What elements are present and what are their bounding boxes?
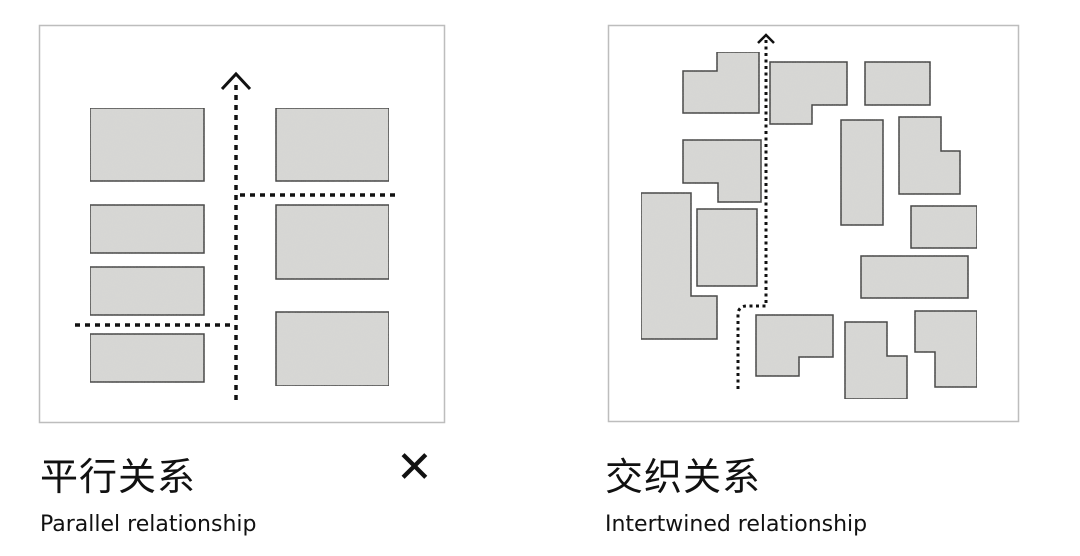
building-block bbox=[640, 192, 718, 340]
intertwined-title-cn: 交织关系 bbox=[605, 455, 762, 499]
building-block bbox=[682, 51, 760, 114]
building-block bbox=[89, 333, 205, 383]
building-block bbox=[844, 321, 908, 400]
building-block bbox=[275, 107, 390, 182]
building-block bbox=[860, 255, 969, 299]
building-block bbox=[275, 204, 390, 280]
building-block bbox=[914, 310, 978, 388]
building-block bbox=[769, 61, 848, 125]
parallel-panel bbox=[38, 24, 446, 424]
arrow-up-icon bbox=[757, 33, 775, 44]
building-block bbox=[864, 61, 931, 106]
building-block bbox=[840, 119, 884, 226]
building-block bbox=[275, 311, 390, 387]
building-block bbox=[89, 266, 205, 316]
intertwined-panel bbox=[607, 24, 1020, 423]
parallel-title-en: Parallel relationship bbox=[40, 512, 257, 537]
building-block bbox=[696, 208, 758, 287]
building-block bbox=[755, 314, 834, 377]
cross-icon: ✕ bbox=[396, 442, 433, 493]
winding-path bbox=[736, 40, 768, 389]
building-block bbox=[89, 107, 205, 182]
building-block bbox=[89, 204, 205, 254]
intertwined-title-en: Intertwined relationship bbox=[605, 512, 868, 537]
building-block bbox=[682, 139, 762, 203]
parallel-title-cn: 平行关系 bbox=[40, 455, 197, 499]
building-block bbox=[898, 116, 961, 195]
building-block bbox=[910, 205, 978, 249]
arrow-up-icon bbox=[220, 71, 252, 91]
